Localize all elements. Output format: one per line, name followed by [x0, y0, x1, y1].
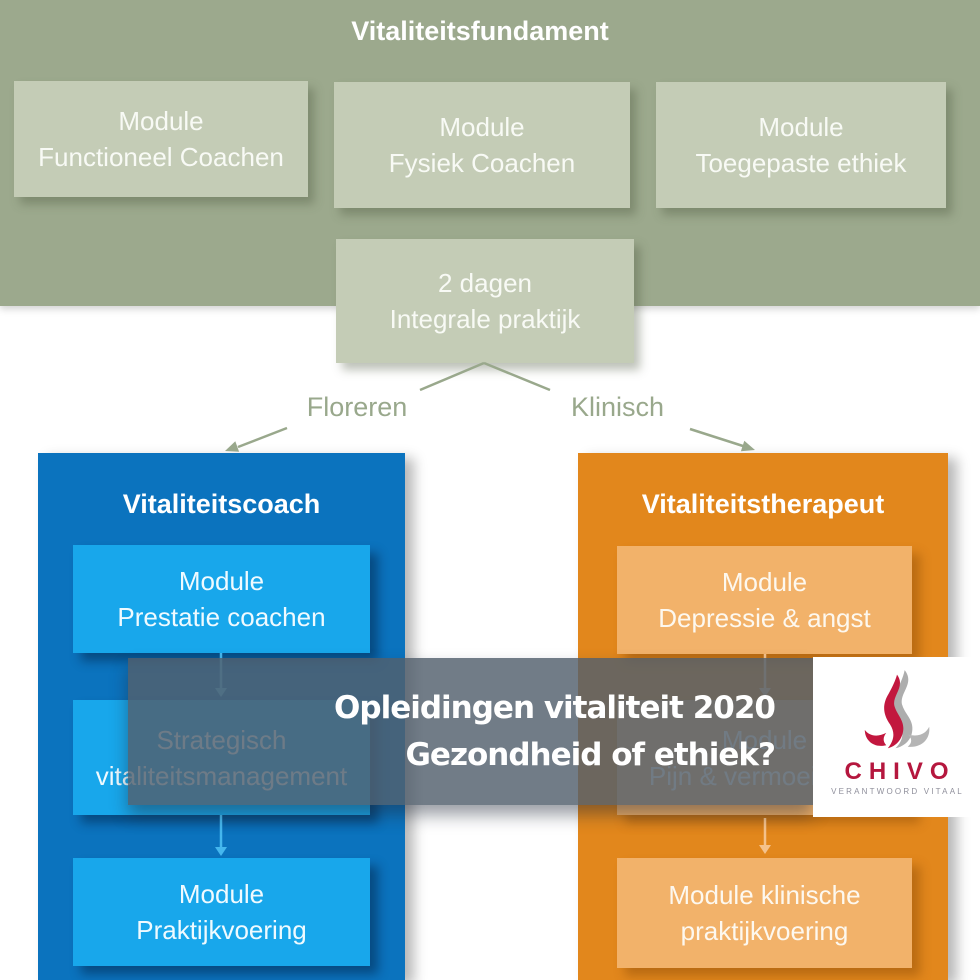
chivo-wordmark: CHIVO — [844, 758, 956, 785]
module-box-line: Prestatie coachen — [117, 602, 326, 632]
module-box-toegepaste-ethiek: Module Toegepaste ethiek — [656, 82, 946, 208]
title-overlay: Opleidingen vitaliteit 2020 Gezondheid o… — [128, 658, 813, 805]
module-box-klinische-praktijkvoering: Module klinische praktijkvoering — [617, 858, 912, 968]
module-box-line: Depressie & angst — [658, 603, 871, 633]
branch-arrowheads — [225, 440, 755, 452]
module-box-functioneel-coachen: Module Functioneel Coachen — [14, 81, 308, 197]
module-box-line: Module — [178, 566, 265, 596]
branch-label-floreren: Floreren — [306, 392, 408, 422]
chivo-logo-box: CHIVO VERANTWOORD VITAAL — [813, 657, 980, 817]
module-box-line: Module — [439, 112, 525, 142]
therapist-column-title: Vitaliteitstherapeut — [641, 489, 885, 519]
module-box-praktijkvoering: Module Praktijkvoering — [73, 858, 370, 966]
branch-label-klinisch: Klinisch — [570, 392, 665, 422]
module-box-line: praktijkvoering — [680, 916, 849, 946]
fundament-title: Vitaliteitsfundament — [351, 16, 609, 46]
module-box-line: Module — [721, 567, 808, 597]
module-box-line: Module klinische — [668, 880, 861, 910]
module-box-line: Module — [118, 106, 204, 136]
practice-box-line: 2 dagen — [438, 268, 532, 298]
module-box-fysiek-coachen: Module Fysiek Coachen — [334, 82, 630, 208]
overlay-title-line2: Gezondheid of ethiek? — [405, 736, 776, 773]
practice-box-line: Integrale praktijk — [389, 304, 581, 334]
coach-column-title: Vitaliteitscoach — [122, 489, 321, 519]
module-box-line: Praktijkvoering — [136, 915, 307, 945]
module-box-line: Toegepaste ethiek — [695, 148, 907, 178]
integrale-praktijk-box: 2 dagen Integrale praktijk — [336, 239, 634, 363]
module-box-line: Module — [758, 112, 844, 142]
overlay-title-line1: Opleidingen vitaliteit 2020 — [334, 689, 776, 726]
chivo-flame-icon — [864, 670, 929, 749]
module-box-prestatie-coachen: Module Prestatie coachen — [73, 545, 370, 653]
module-box-depressie-angst: Module Depressie & angst — [617, 546, 912, 654]
chivo-tagline: VERANTWOORD VITAAL — [831, 787, 964, 796]
module-box-line: Fysiek Coachen — [388, 148, 576, 178]
module-box-line: Module — [178, 879, 265, 909]
module-box-line: Functioneel Coachen — [38, 142, 284, 172]
